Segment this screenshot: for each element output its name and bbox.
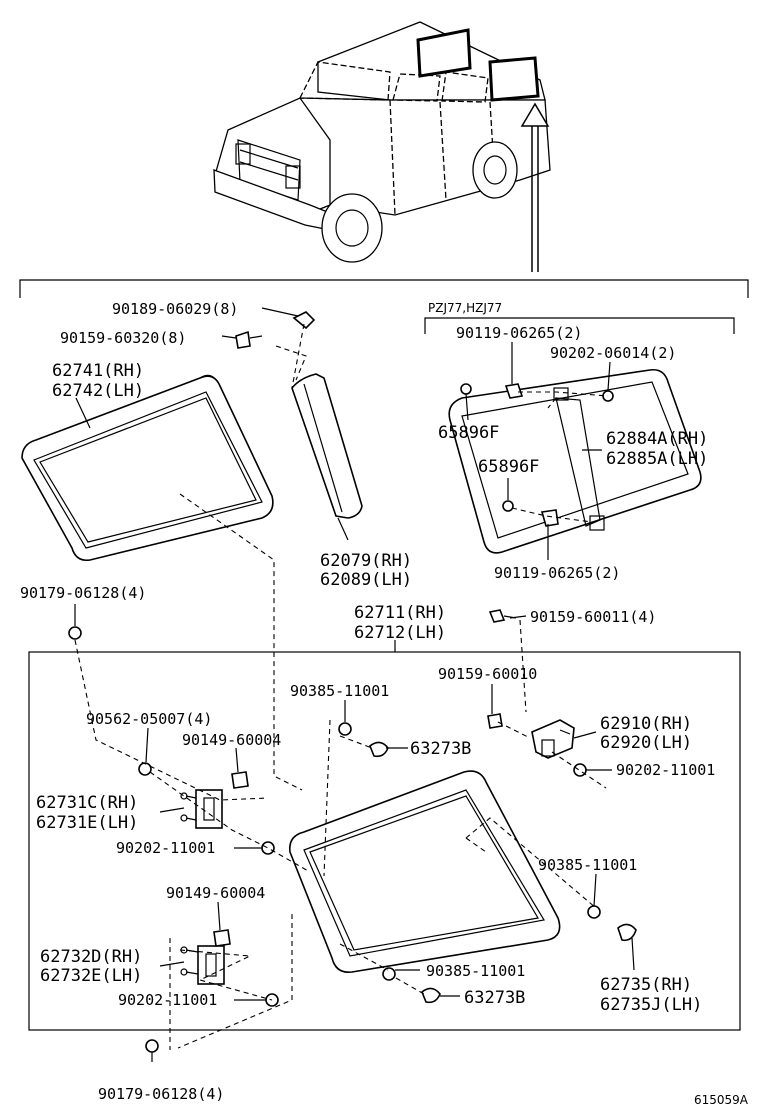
- label-90159-60011: 90159-60011(4): [530, 608, 656, 626]
- label-62731e: 62731E(LH): [36, 813, 138, 833]
- door-assembly-box: [28, 651, 741, 1031]
- vehicle-illustration: [213, 21, 551, 272]
- label-90385-11001-bottom: 90385-11001: [426, 962, 525, 980]
- door-stop: [531, 719, 575, 759]
- label-63273b-bottom: 63273B: [464, 988, 525, 1008]
- label-90149-60004-upper: 90149-60004: [182, 731, 281, 749]
- label-62735j: 62735J(LH): [600, 995, 702, 1015]
- label-62712: 62712(LH): [354, 623, 446, 643]
- label-62742: 62742(LH): [52, 381, 144, 401]
- label-62741: 62741(RH): [52, 361, 144, 381]
- label-65896f-top: 65896F: [438, 423, 499, 443]
- label-90189-06029: 90189-06029(8): [112, 300, 238, 318]
- pillar-garnish: [291, 373, 363, 519]
- label-90202-06014: 90202-06014(2): [550, 344, 676, 362]
- group-bracket: [19, 279, 749, 298]
- label-62920: 62920(LH): [600, 733, 692, 753]
- part-labels: PZJ77,HZJ77 90189-06029(8) 90159-60320(8…: [20, 300, 749, 1107]
- label-90119-06265-top: 90119-06265(2): [456, 324, 582, 342]
- label-62735: 62735(RH): [600, 975, 692, 995]
- label-90562-05007: 90562-05007(4): [86, 710, 212, 728]
- variant-bracket: [424, 317, 735, 334]
- label-90179-06128-bottom: 90179-06128(4): [98, 1085, 224, 1103]
- back-door-glass: [288, 770, 561, 974]
- label-90159-60010: 90159-60010: [438, 665, 537, 683]
- leader-lines: [74, 307, 635, 1062]
- label-62732d: 62732D(RH): [40, 947, 142, 967]
- label-90149-60004-lower: 90149-60004: [166, 884, 265, 902]
- label-90119-06265-bottom: 90119-06265(2): [494, 564, 620, 582]
- label-90202-11001-mid: 90202-11001: [116, 839, 215, 857]
- assembly-lines: [74, 323, 609, 1050]
- label-90159-60320: 90159-60320(8): [60, 329, 186, 347]
- label-90202-11001-bottom: 90202-11001: [118, 991, 217, 1009]
- label-90179-06128-top: 90179-06128(4): [20, 584, 146, 602]
- label-63273b-upper: 63273B: [410, 739, 471, 759]
- label-62731c: 62731C(RH): [36, 793, 138, 813]
- label-62732e: 62732E(LH): [40, 966, 142, 986]
- label-62884a: 62884A(RH): [606, 429, 708, 449]
- quarter-window-glass: [21, 374, 274, 562]
- diagram-code: 615059A: [694, 1093, 749, 1107]
- label-90202-11001-right: 90202-11001: [616, 761, 715, 779]
- label-65896f-mid: 65896F: [478, 457, 539, 477]
- label-90385-11001-right: 90385-11001: [538, 856, 637, 874]
- upper-hinge: [180, 789, 223, 829]
- label-62711: 62711(RH): [354, 603, 446, 623]
- label-62089: 62089(LH): [320, 570, 412, 590]
- label-62885a: 62885A(LH): [606, 449, 708, 469]
- label-90385-11001-upper: 90385-11001: [290, 682, 389, 700]
- label-62079: 62079(RH): [320, 551, 412, 571]
- label-62910: 62910(RH): [600, 714, 692, 734]
- variant-label: PZJ77,HZJ77: [428, 301, 502, 315]
